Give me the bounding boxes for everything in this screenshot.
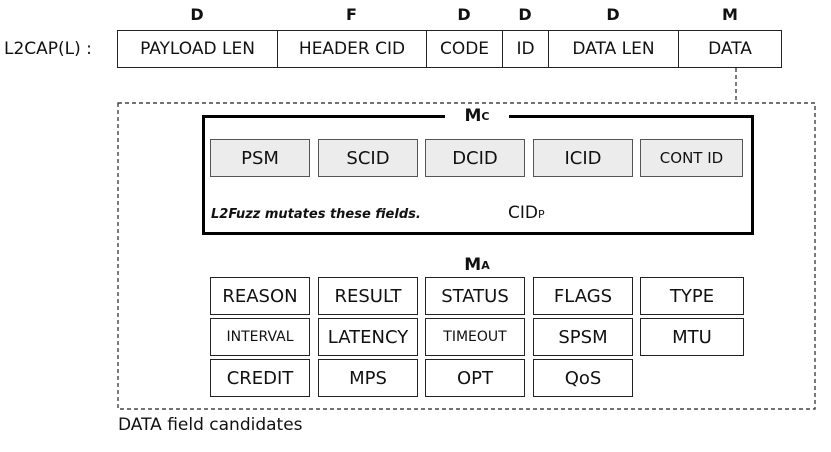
- ma-field-flags: FLAGS: [533, 277, 633, 315]
- mc-title-main: M: [464, 106, 482, 126]
- candidates-outline: [117, 102, 816, 410]
- field-code: CODE: [426, 30, 503, 68]
- ma-field-qos: QoS: [533, 359, 633, 397]
- mc-field-cont-id: CONT ID: [640, 139, 743, 177]
- mc-field-dcid: DCID: [425, 139, 525, 177]
- ma-field-credit: CREDIT: [210, 359, 310, 397]
- field-data-len: DATA LEN: [548, 30, 679, 68]
- ma-field-status: STATUS: [425, 277, 525, 315]
- mc-field-scid: SCID: [318, 139, 418, 177]
- ma-field-type: TYPE: [640, 277, 744, 315]
- field-id: ID: [502, 30, 549, 68]
- id-letter: D: [518, 5, 532, 24]
- cid-label-main: CID: [508, 203, 538, 223]
- payload-len-letter: D: [190, 5, 204, 24]
- field-header-cid: HEADER CID: [277, 30, 427, 68]
- ma-field-opt: OPT: [425, 359, 525, 397]
- mc-title-sub: C: [481, 109, 490, 123]
- data-len-letter: D: [606, 5, 620, 24]
- cid-label-sub: P: [537, 208, 545, 221]
- mutation-note: L2Fuzz mutates these fields.: [211, 207, 421, 222]
- ma-field-mtu: MTU: [640, 318, 744, 356]
- candidates-caption: DATA field candidates: [118, 415, 303, 435]
- ma-field-mps: MPS: [318, 359, 418, 397]
- header-cid-letter: F: [346, 5, 357, 24]
- ma-field-result: RESULT: [318, 277, 418, 315]
- ma-title-main: M: [464, 255, 482, 275]
- mc-field-icid: ICID: [533, 139, 633, 177]
- ma-field-interval: INTERVAL: [210, 318, 310, 356]
- ma-field-timeout: TIMEOUT: [425, 318, 525, 356]
- ma-field-latency: LATENCY: [318, 318, 418, 356]
- row-label: L2CAP(L) :: [4, 39, 92, 59]
- mc-field-psm: PSM: [210, 139, 310, 177]
- code-letter: D: [457, 5, 471, 24]
- ma-field-reason: REASON: [210, 277, 310, 315]
- data-letter: M: [722, 5, 738, 24]
- field-data: DATA: [678, 30, 782, 68]
- ma-title-sub: A: [481, 258, 490, 272]
- field-payload-len: PAYLOAD LEN: [117, 30, 278, 68]
- cid-label: CIDP: [508, 203, 545, 223]
- ma-field-spsm: SPSM: [533, 318, 633, 356]
